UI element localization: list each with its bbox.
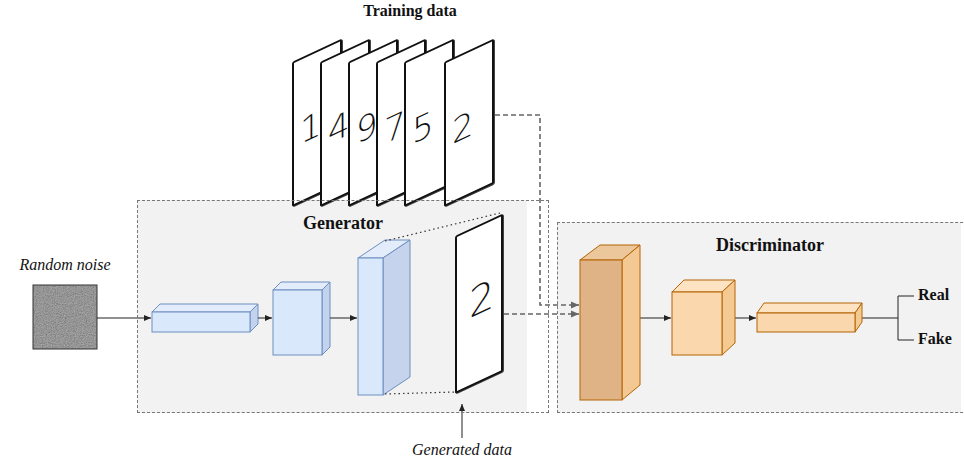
digit-text: 2: [452, 102, 474, 152]
noise-image: [33, 285, 97, 349]
digit-text: 7: [384, 102, 406, 152]
output-label: Real: [918, 286, 949, 304]
generated-card: 2: [455, 214, 503, 394]
data-flow-arrow: [504, 313, 579, 315]
digit-text: 9: [356, 102, 378, 152]
panel-title: Discriminator: [558, 235, 964, 256]
digit-text: 4: [328, 102, 350, 152]
generator-layers: [152, 240, 410, 395]
data-flow-arrow: [495, 115, 579, 305]
noise-texture: [33, 285, 97, 349]
data-card: 2: [444, 39, 494, 207]
input-label: Random noise: [19, 256, 110, 274]
caption-label: Generated data: [412, 441, 512, 459]
discriminator-panel: Discriminator: [557, 222, 964, 413]
noise-border: [33, 285, 97, 349]
digit-text: 2: [469, 270, 494, 328]
section-title: Training data: [363, 2, 457, 20]
digit-text: 1: [300, 102, 322, 152]
layer-arrows: [97, 296, 914, 438]
discriminator-layers: [580, 245, 862, 400]
digit-text: 5: [412, 102, 434, 152]
output-label: Fake: [918, 330, 952, 348]
